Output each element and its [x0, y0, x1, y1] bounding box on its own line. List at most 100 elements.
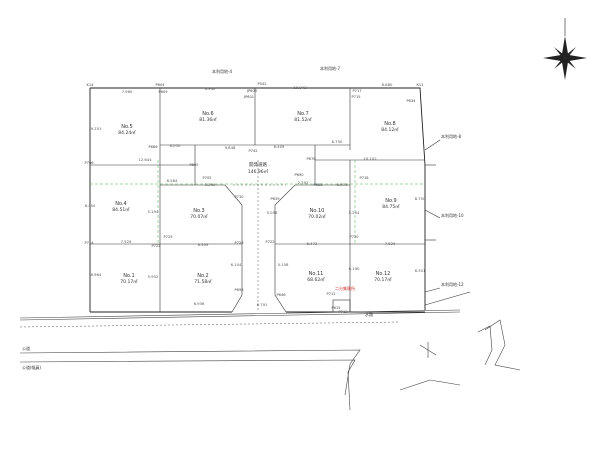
point-label: P718 — [359, 176, 369, 180]
point-label: P676 — [306, 157, 316, 161]
road-label: 開発道路 — [249, 161, 267, 168]
lot-number-8: No.9 — [385, 198, 396, 204]
lot-number-5: No.4 — [115, 201, 126, 207]
annotation-right-1: 本利用地-8 — [441, 133, 461, 139]
dimension-label: 6.584 — [167, 178, 178, 183]
roads — [19, 309, 521, 411]
dimension-label: 6.409 — [274, 144, 285, 149]
lot-number-4: No.8 — [384, 121, 395, 127]
point-label: P725 — [163, 235, 172, 239]
point-label: P686 — [148, 145, 158, 149]
point-label: P695 — [189, 163, 198, 167]
dimension-label: 6.301 — [415, 268, 426, 273]
annotation-road-side: 水路 — [365, 311, 373, 317]
annotation-right-3: 本利用地-12 — [441, 281, 464, 287]
point-label: K14 — [87, 83, 95, 87]
point-label: P722 — [265, 240, 274, 244]
point-label: P706 — [84, 161, 94, 165]
dimension-label: 5.952 — [148, 274, 159, 279]
point-label: P690 — [294, 173, 304, 177]
point-label: P542 — [257, 82, 266, 86]
lot-area-7: 70.02㎡ — [308, 213, 326, 220]
dimension-label: 9.848 — [225, 145, 236, 150]
lot-number-11: No.11 — [309, 271, 324, 277]
dimension-label: 12.644 — [138, 157, 152, 162]
dimension-label: 9.251 — [91, 126, 102, 131]
point-label: JP601 — [243, 95, 254, 99]
lot-number-1: No.5 — [121, 124, 132, 130]
point-label: P646 — [276, 293, 286, 297]
point-label: P604 — [155, 83, 165, 87]
annotation-top-left: 本利用地-4 — [212, 68, 232, 74]
dimension-label: 6.472 — [307, 241, 318, 246]
point-label: P685 — [313, 183, 322, 187]
dimension-label: 6.909 — [198, 242, 209, 247]
right-leaders — [424, 139, 471, 306]
lot-labels: No.584.24㎡No.681.36㎡No.781.52㎡No.884.12㎡… — [112, 111, 400, 285]
lot-area-2: 81.36㎡ — [199, 116, 217, 123]
annotation-right-2: 本利用地-10 — [441, 212, 464, 218]
point-label: P717 — [352, 89, 361, 93]
dimension-label: 8.680 — [382, 82, 393, 87]
dimension-label: 2.290 — [205, 182, 216, 187]
lot-area-6: 70.07㎡ — [190, 213, 208, 220]
point-label: P698 — [234, 288, 244, 292]
lot-area-8: 84.75㎡ — [382, 203, 400, 210]
guide-lines — [90, 160, 425, 312]
lot-area-11: 68.62㎡ — [307, 276, 325, 283]
lot-number-9: No.1 — [123, 273, 134, 279]
dimension-label: 10.102 — [363, 156, 377, 161]
point-label: JP609 — [246, 89, 258, 93]
point-label: P720 — [349, 235, 359, 239]
dimension-label: 6.791 — [257, 302, 268, 307]
dimension-label: 6.104 — [231, 262, 242, 267]
lot-number-12: No.12 — [376, 271, 391, 277]
dimension-label: 10.942 — [293, 85, 307, 90]
lot-area-3: 81.52㎡ — [294, 116, 312, 123]
dimension-label: 5.158 — [278, 262, 289, 267]
point-label: P712 — [338, 310, 347, 314]
lot-number-3: No.7 — [297, 111, 308, 117]
lot-area-9: 70.17㎡ — [120, 278, 138, 285]
dimension-label: 7.960 — [122, 89, 133, 94]
point-label: P634 — [406, 99, 416, 103]
annotation-top-mid: 本利用地-7 — [320, 65, 340, 71]
lot-number-10: No.2 — [197, 273, 208, 279]
dimension-label: 8.750 — [415, 196, 426, 201]
point-label: K11 — [417, 83, 424, 87]
point-label: P609 — [158, 90, 168, 94]
north-arrow-icon — [543, 18, 587, 80]
point-label: P714 — [84, 241, 94, 245]
dimension-label: 6.573 — [337, 182, 348, 187]
point-label: P742 — [248, 149, 257, 153]
point-label: P730 — [234, 195, 244, 199]
point-label: P726 — [234, 241, 244, 245]
annotation-bottom-note: 二分集積所 — [335, 285, 355, 291]
dimension-label: 6.936 — [194, 301, 205, 306]
lot-area-1: 84.24㎡ — [118, 129, 136, 136]
lot-number-6: No.3 — [193, 208, 204, 214]
dimension-label: 5.194 — [148, 209, 159, 214]
lot-area-12: 70.17㎡ — [374, 276, 392, 283]
dimension-label: 5.058 — [267, 210, 278, 215]
lot-number-2: No.6 — [202, 111, 213, 117]
dimension-labels: 7.960 6.940 10.942 8.680 12.644 6.050 9.848 6.4… — [85, 82, 426, 307]
dimension-label: 7.529 — [385, 241, 396, 246]
dimension-label: 5.204 — [349, 210, 360, 215]
dimension-label: 6.050 — [170, 143, 181, 148]
lot-lines — [90, 88, 425, 313]
point-label: P715 — [351, 95, 360, 99]
point-label: P659 — [270, 197, 280, 201]
dimension-label: 7.529 — [121, 239, 132, 244]
dimension-label: 2.392 — [298, 180, 309, 185]
dimension-label: 6.964 — [91, 272, 102, 277]
road-area: 146.96㎡ — [248, 168, 269, 175]
lot-area-10: 71.58㎡ — [194, 278, 212, 285]
dimension-label: 6.940 — [205, 86, 216, 91]
lot-area-5: 84.51㎡ — [112, 206, 130, 213]
point-label: P712 — [326, 292, 335, 296]
point-label: P722 — [151, 244, 160, 248]
